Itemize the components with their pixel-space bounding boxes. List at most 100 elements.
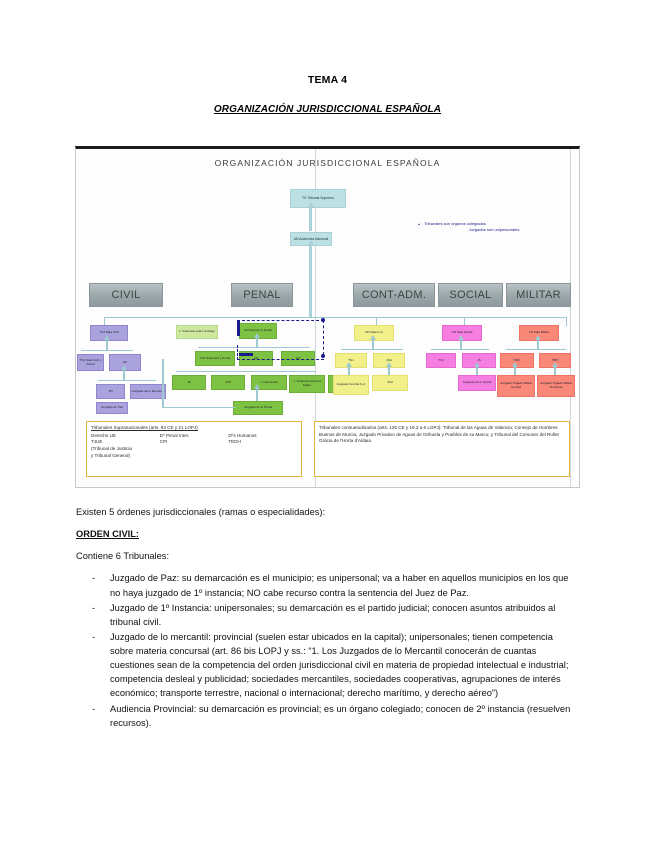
node-civil-6: Juzgado de Paz bbox=[96, 402, 128, 414]
node-penal-4: JCI bbox=[281, 351, 315, 366]
conn-cont-c bbox=[386, 362, 392, 375]
footnote-consuetudinarios-text: Tribunales consuetudinarios (arts. 125 C… bbox=[319, 425, 559, 444]
conn-social-b bbox=[474, 362, 480, 375]
footnote-note-1: (Tribunal de Justicia bbox=[91, 445, 132, 451]
node-penal-9: J. Violencia sobre la Mujer bbox=[289, 375, 325, 393]
order-header-militar: MILITAR bbox=[506, 283, 571, 307]
node-cont-1: AN Sala C-A bbox=[354, 325, 394, 341]
footnote-col3-top: Dºs Humanos bbox=[228, 432, 257, 438]
page-title: TEMA 4 bbox=[307, 74, 348, 86]
node-penal-1: AN Sala de lo Penal bbox=[239, 323, 277, 339]
highlight-annotation-upper bbox=[237, 320, 324, 355]
list-item: Juzgado de Paz: su demarcación es el mun… bbox=[76, 571, 576, 599]
node-cont-2: TSJ bbox=[335, 353, 367, 368]
jurisdiction-diagram: ORGANIZACIÓN JURISDICCIONAL ESPAÑOLA TS … bbox=[75, 146, 580, 488]
node-penal-6: JVP bbox=[211, 375, 245, 390]
diagram-title: ORGANIZACIÓN JURISDICCIONAL ESPAÑOLA bbox=[214, 158, 441, 168]
conn-penal-a bbox=[254, 333, 260, 347]
footnote-col1-top: Derecho UE bbox=[91, 432, 117, 438]
order-header-penal: PENAL bbox=[231, 283, 293, 307]
rail-civil-2 bbox=[98, 380, 156, 381]
conn-militar-b bbox=[512, 362, 518, 375]
rail-militar bbox=[506, 349, 566, 350]
node-penal-8: Juzgado de lo Penal bbox=[233, 401, 283, 415]
list-item: Juzgado de lo mercantil: provincial (sue… bbox=[76, 630, 576, 701]
body-lead: Existen 5 órdenes jurisdiccionales (rama… bbox=[76, 507, 326, 517]
rail-penal bbox=[198, 347, 310, 348]
highlight-bar-left bbox=[237, 320, 240, 336]
node-militar-2: TMC bbox=[500, 353, 534, 368]
body-content: Existen 5 órdenes jurisdiccionales (rama… bbox=[76, 505, 576, 731]
legend-bullet-icon: ▪ bbox=[418, 222, 420, 228]
list-item: Audiencia Provincial: su demarcación es … bbox=[76, 702, 576, 730]
footnote-col3-bot: TEDH bbox=[228, 439, 241, 445]
legend-line-1: Tribunales son órganos colegiados bbox=[424, 221, 486, 226]
node-civil-1: TSJ Sala Civil bbox=[90, 325, 128, 341]
highlight-annotation-lower bbox=[237, 345, 324, 360]
node-penal-2: TSJ Sala Civil y Penal bbox=[195, 351, 235, 366]
node-social-1: AN Sala Social bbox=[442, 325, 482, 341]
conn-civil-b bbox=[121, 365, 127, 380]
tribunal-list: Juzgado de Paz: su demarcación es el mun… bbox=[76, 571, 576, 729]
node-penal-5: JP bbox=[172, 375, 206, 390]
highlight-bar-bottom bbox=[239, 353, 253, 356]
rail-penal-bottom bbox=[162, 407, 236, 408]
footnote-supranacionales-heading: Tribunales Supranacionales (arts. 93 CE … bbox=[91, 425, 198, 430]
rail-penal-2 bbox=[176, 371, 316, 372]
footnote-consuetudinarios: Tribunales consuetudinarios (arts. 125 C… bbox=[314, 421, 570, 477]
node-militar-1: TS Sala Militar bbox=[519, 325, 559, 341]
arrow-orders-to-an-icon bbox=[306, 240, 315, 279]
node-militar-4: Juzgado Togado Militar Central bbox=[497, 375, 535, 397]
rail-top bbox=[104, 317, 566, 318]
node-penal-7: J. Instrucción bbox=[251, 375, 287, 390]
conn-cont-a bbox=[370, 335, 376, 349]
node-militar-5: Juzgado Togado Militar Territorial bbox=[537, 375, 575, 397]
node-civil-4: JPI bbox=[96, 384, 125, 399]
node-civil-5: Juzgado de lo Mercantil bbox=[130, 384, 166, 399]
node-cont-5: JCA bbox=[372, 375, 408, 391]
node-audiencia-nacional: AN Audiencia Nacional bbox=[290, 232, 332, 246]
rail-social bbox=[431, 349, 489, 350]
conn-social-a bbox=[458, 335, 464, 349]
order-header-cont-adm: CONT-ADM. bbox=[353, 283, 435, 307]
footnote-col2-bot: CPI bbox=[159, 439, 168, 445]
footnote-col1-bot: TJUE bbox=[91, 439, 103, 445]
order-header-civil: CIVIL bbox=[89, 283, 163, 307]
node-social-3: JS bbox=[462, 353, 496, 368]
list-item: Juzgado de 1º Instancia: unipersonales; … bbox=[76, 601, 576, 629]
node-social-4: Juzgado de lo Social bbox=[458, 375, 496, 391]
section-subheading: Contiene 6 Tribunales: bbox=[76, 551, 170, 562]
conn-cont-b bbox=[346, 362, 352, 375]
node-penal-light-1: J. Violencia sobre la Mujer bbox=[176, 325, 218, 339]
page-subtitle: ORGANIZACIÓN JURISDICCIONAL ESPAÑOLA bbox=[213, 104, 442, 115]
diagram-legend-note: ▪ Tribunales son órganos colegiados Juzg… bbox=[418, 221, 564, 233]
order-header-social: SOCIAL bbox=[438, 283, 503, 307]
conn-penal-b bbox=[254, 384, 260, 401]
rail-tick-militar bbox=[566, 317, 567, 326]
conn-militar-a bbox=[535, 335, 541, 349]
diagram-divider-right bbox=[570, 149, 571, 487]
diagram-spine bbox=[309, 279, 312, 317]
rail-tick-cont bbox=[376, 317, 377, 326]
node-civil-3: AP bbox=[109, 354, 141, 371]
legend-line-2: Juzgados son unipersonales bbox=[468, 227, 520, 232]
node-cont-4: Juzgado Central C-A bbox=[333, 375, 369, 395]
section-heading-orden-civil: ORDEN CIVIL: bbox=[76, 529, 140, 540]
highlight-dot-bottom bbox=[321, 354, 325, 358]
rail-cont bbox=[341, 349, 403, 350]
rail-civil bbox=[81, 350, 133, 351]
footnote-col2-top: Dº Penal Inter. bbox=[159, 432, 190, 438]
footnote-note-2: y Tribunal General) bbox=[91, 452, 131, 458]
diagram-divider-left bbox=[315, 149, 316, 487]
rail-tick-social bbox=[464, 317, 465, 326]
node-civil-2: TSJ Sala Civil y Penal bbox=[77, 354, 104, 371]
footnote-supranacionales: Tribunales Supranacionales (arts. 93 CE … bbox=[86, 421, 302, 477]
highlight-dot-right bbox=[321, 318, 325, 322]
rail-penal-side bbox=[162, 359, 164, 407]
conn-civil-a bbox=[104, 335, 110, 350]
conn-militar-c bbox=[552, 362, 558, 375]
node-social-2: TSJ bbox=[426, 353, 456, 368]
arrow-an-to-ts-icon bbox=[306, 202, 315, 231]
rail-tick-civil bbox=[104, 317, 105, 326]
